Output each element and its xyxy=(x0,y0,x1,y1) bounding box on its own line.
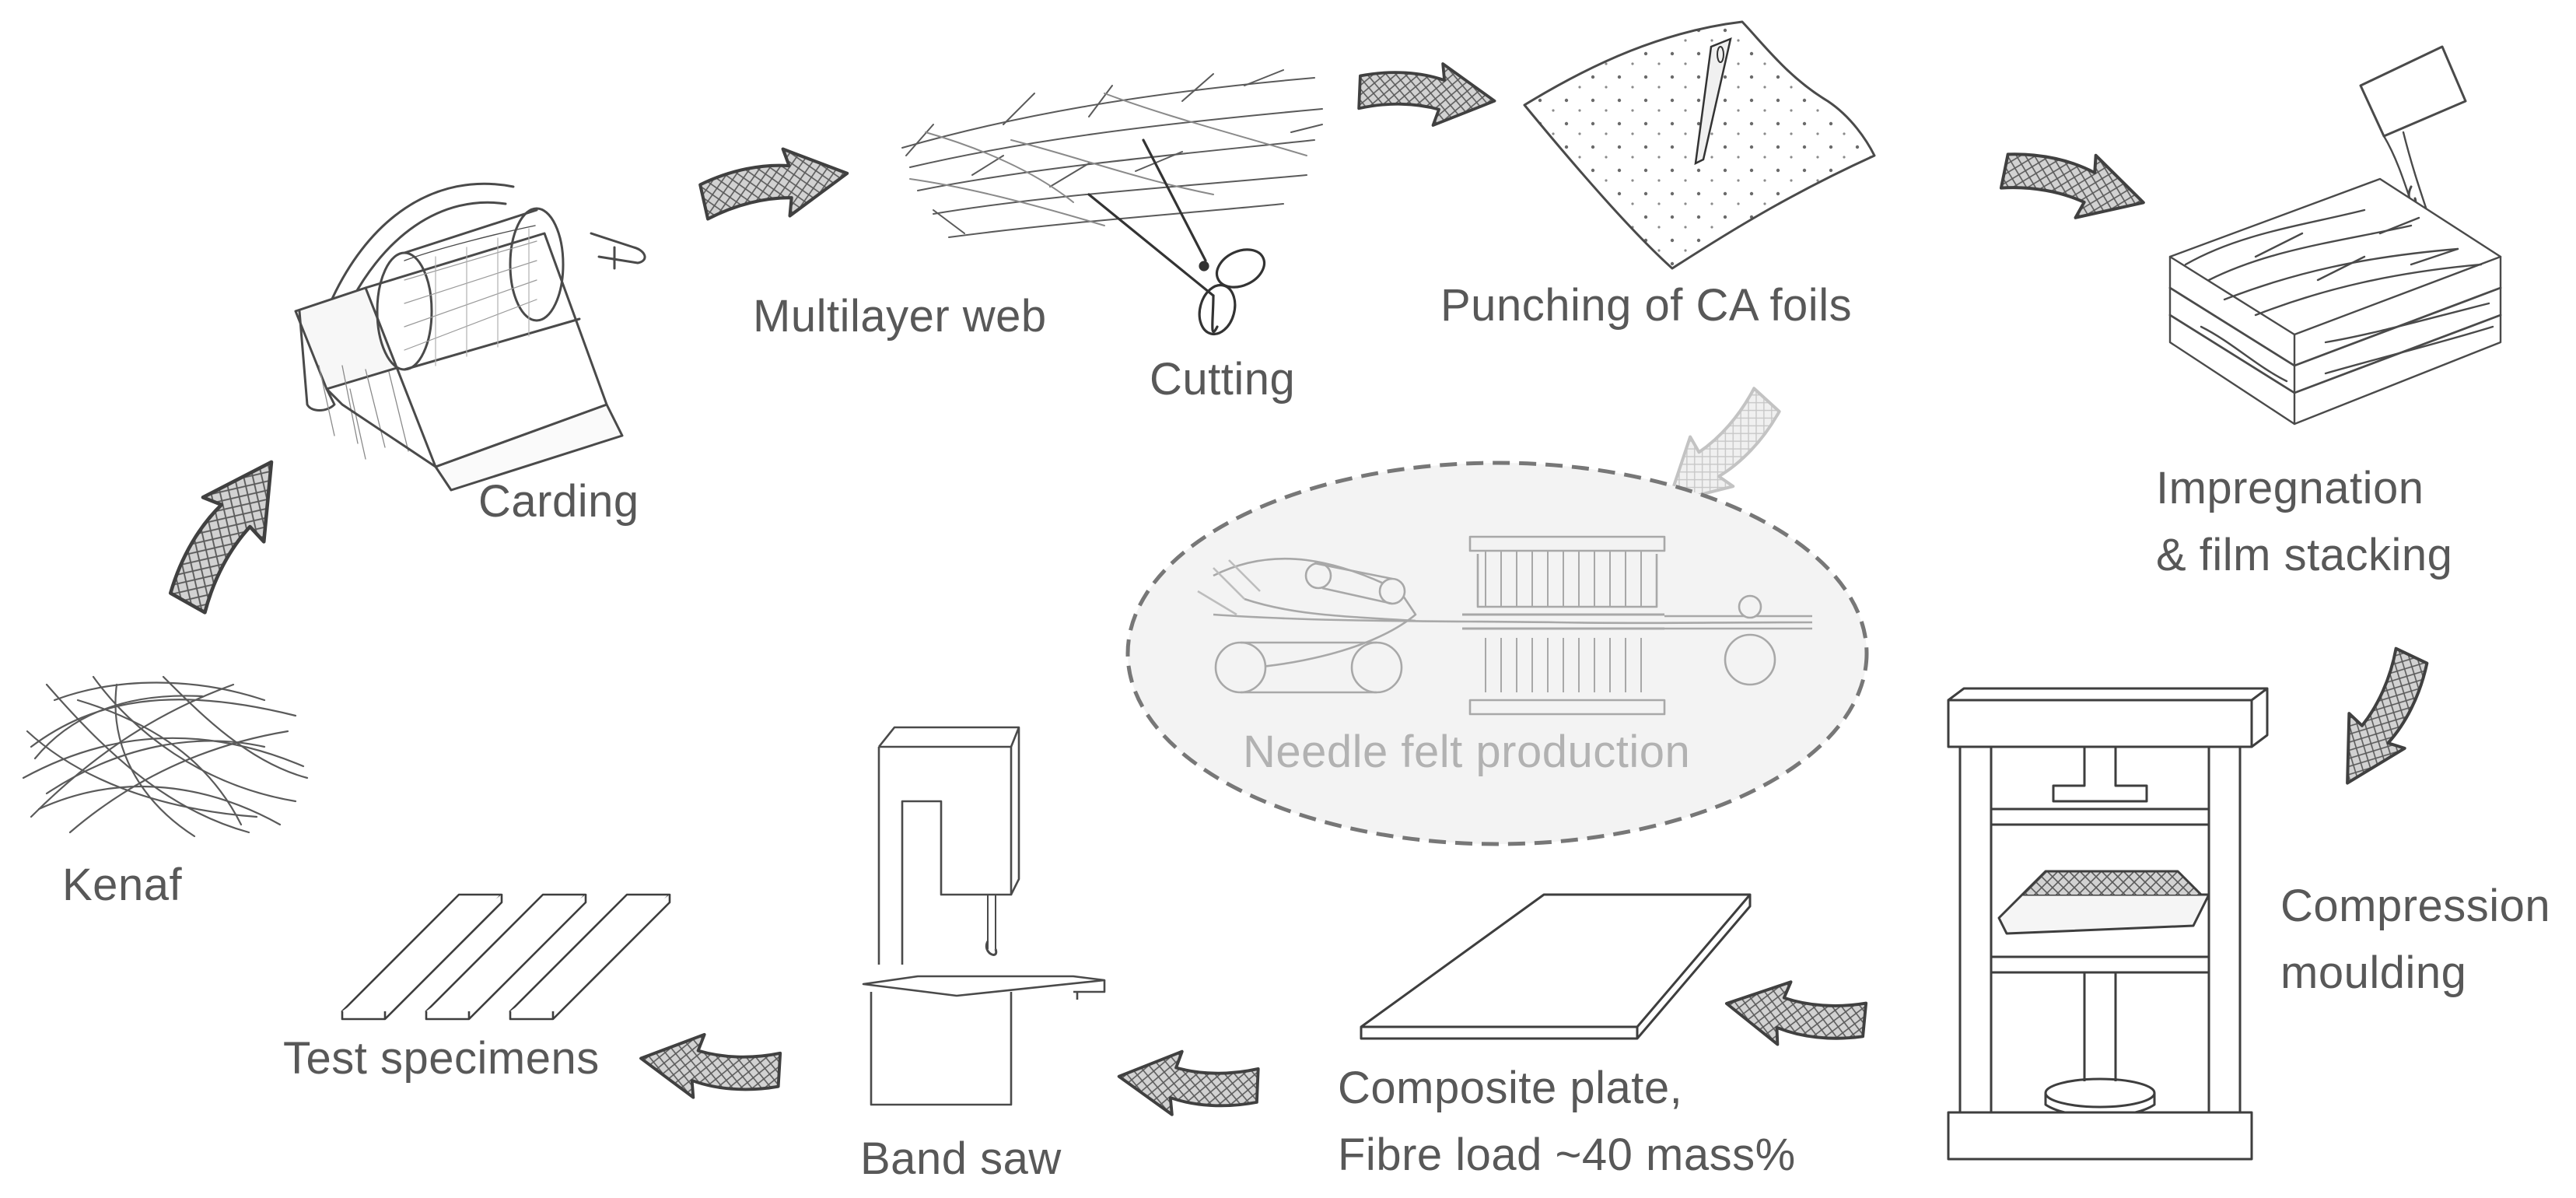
stacked-layers-sketch xyxy=(2168,45,2502,426)
compression-line-1: Compression xyxy=(2280,881,2551,931)
step-label-test-specimens: Test specimens xyxy=(283,1033,600,1084)
composite-line-1: Composite plate, xyxy=(1338,1063,1683,1113)
step-label-band-saw: Band saw xyxy=(860,1133,1062,1184)
carding-machine-sketch xyxy=(294,182,646,492)
process-arrow-icon xyxy=(2320,642,2445,799)
test-specimen-strips-sketch xyxy=(341,893,671,1021)
scissors-icon xyxy=(1087,138,1266,336)
step-label-multilayer-web: Multilayer web xyxy=(753,291,1047,342)
process-arrow-icon xyxy=(1356,57,1497,131)
process-arrow-icon xyxy=(1997,135,2152,233)
needle-felt-machine-sketch xyxy=(1197,535,1813,716)
process-arrow-icon xyxy=(151,441,302,621)
compression-line-2: moulding xyxy=(2280,948,2467,998)
step-label-kenaf: Kenaf xyxy=(62,860,183,910)
impregnation-line-2: & film stacking xyxy=(2156,530,2453,580)
step-label-carding: Carding xyxy=(478,476,639,527)
step-label-punching: Punching of CA foils xyxy=(1440,280,1853,331)
kenaf-fibre-sketch xyxy=(22,675,309,838)
step-label-cutting: Cutting xyxy=(1150,354,1296,405)
step-label-compression: Compression moulding xyxy=(2280,873,2550,1007)
compression-press-sketch xyxy=(1947,687,2269,1161)
impregnation-line-1: Impregnation xyxy=(2156,463,2424,513)
band-saw-sketch xyxy=(862,726,1106,1106)
process-arrow-icon xyxy=(1116,1046,1261,1122)
alternative-step-label-needle-felt: Needle felt production xyxy=(1243,727,1691,777)
composite-line-2: Fibre load ~40 mass% xyxy=(1338,1130,1796,1180)
process-arrow-icon xyxy=(697,138,853,230)
composite-plate-sketch xyxy=(1360,893,1752,1040)
process-arrow-icon xyxy=(638,1028,783,1106)
step-label-composite-plate: Composite plate, Fibre load ~40 mass% xyxy=(1338,1055,1796,1189)
needle-felt-group xyxy=(1125,461,1869,846)
ca-foil-needle-sketch xyxy=(1523,20,1876,270)
step-label-impregnation: Impregnation & film stacking xyxy=(2156,455,2452,589)
process-arrow-icon xyxy=(1722,973,1869,1056)
fibre-web-sketch xyxy=(901,69,1323,238)
